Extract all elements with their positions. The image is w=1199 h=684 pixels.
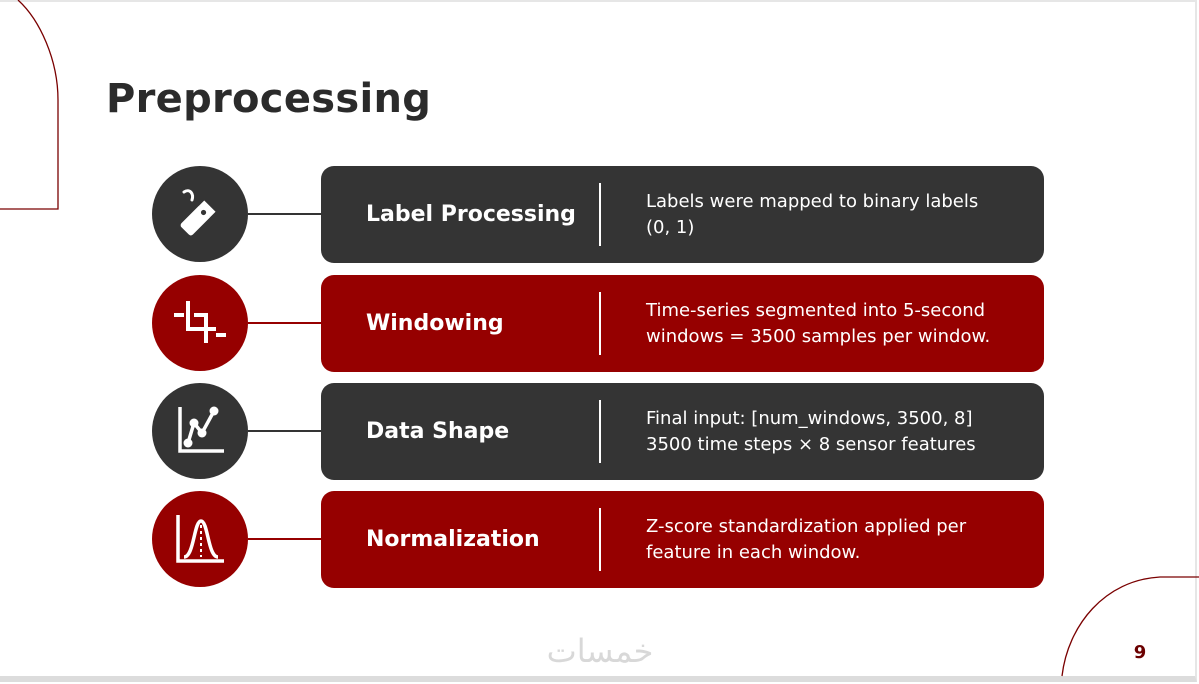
step-description: Time-series segmented into 5-second wind… [646, 275, 1021, 372]
step-title: Data Shape [366, 419, 510, 444]
step-icon-circle [152, 491, 248, 587]
description-line: Time-series segmented into 5-second [646, 299, 986, 321]
bottom-right-arch [1061, 576, 1199, 677]
top-left-arch [0, 0, 59, 210]
step-windowing: Windowing Time-series segmented into 5-s… [150, 275, 1045, 375]
bell-curve-icon [176, 515, 224, 563]
step-card: Windowing Time-series segmented into 5-s… [321, 275, 1044, 372]
step-data-shape: Data Shape Final input: [num_windows, 35… [150, 383, 1045, 483]
step-card: Data Shape Final input: [num_windows, 35… [321, 383, 1044, 480]
card-divider [599, 508, 601, 571]
step-description: Z-score standardization applied per feat… [646, 491, 1021, 588]
step-label-processing: Label Processing Labels were mapped to b… [150, 166, 1045, 266]
step-icon-circle [152, 166, 248, 262]
step-title: Label Processing [366, 202, 576, 227]
card-divider [599, 400, 601, 463]
line-chart-icon [178, 406, 224, 453]
step-icon-circle [152, 275, 248, 371]
step-description: Labels were mapped to binary labels (0, … [646, 166, 1021, 263]
description-line: (0, 1) [646, 216, 695, 238]
step-normalization: Normalization Z-score standardization ap… [150, 491, 1045, 591]
slide-title: Preprocessing [106, 76, 432, 122]
description-line: Z-score standardization applied per [646, 515, 967, 537]
description-line: Labels were mapped to binary labels [646, 190, 979, 212]
crop-icon [174, 301, 226, 343]
step-title: Normalization [366, 527, 540, 552]
brand-logo: خمسات [546, 632, 654, 670]
step-description: Final input: [num_windows, 3500, 8] 3500… [646, 383, 1021, 480]
step-icon-circle [152, 383, 248, 479]
step-card: Label Processing Labels were mapped to b… [321, 166, 1044, 263]
description-line: feature in each window. [646, 541, 861, 563]
step-card: Normalization Z-score standardization ap… [321, 491, 1044, 588]
step-title: Windowing [366, 311, 504, 336]
card-divider [599, 292, 601, 355]
tag-icon [180, 189, 216, 236]
card-divider [599, 183, 601, 246]
page-number: 9 [1133, 642, 1147, 663]
description-line: 3500 time steps × 8 sensor features [646, 433, 976, 455]
description-line: windows = 3500 samples per window. [646, 325, 991, 347]
description-line: Final input: [num_windows, 3500, 8] [646, 407, 973, 429]
